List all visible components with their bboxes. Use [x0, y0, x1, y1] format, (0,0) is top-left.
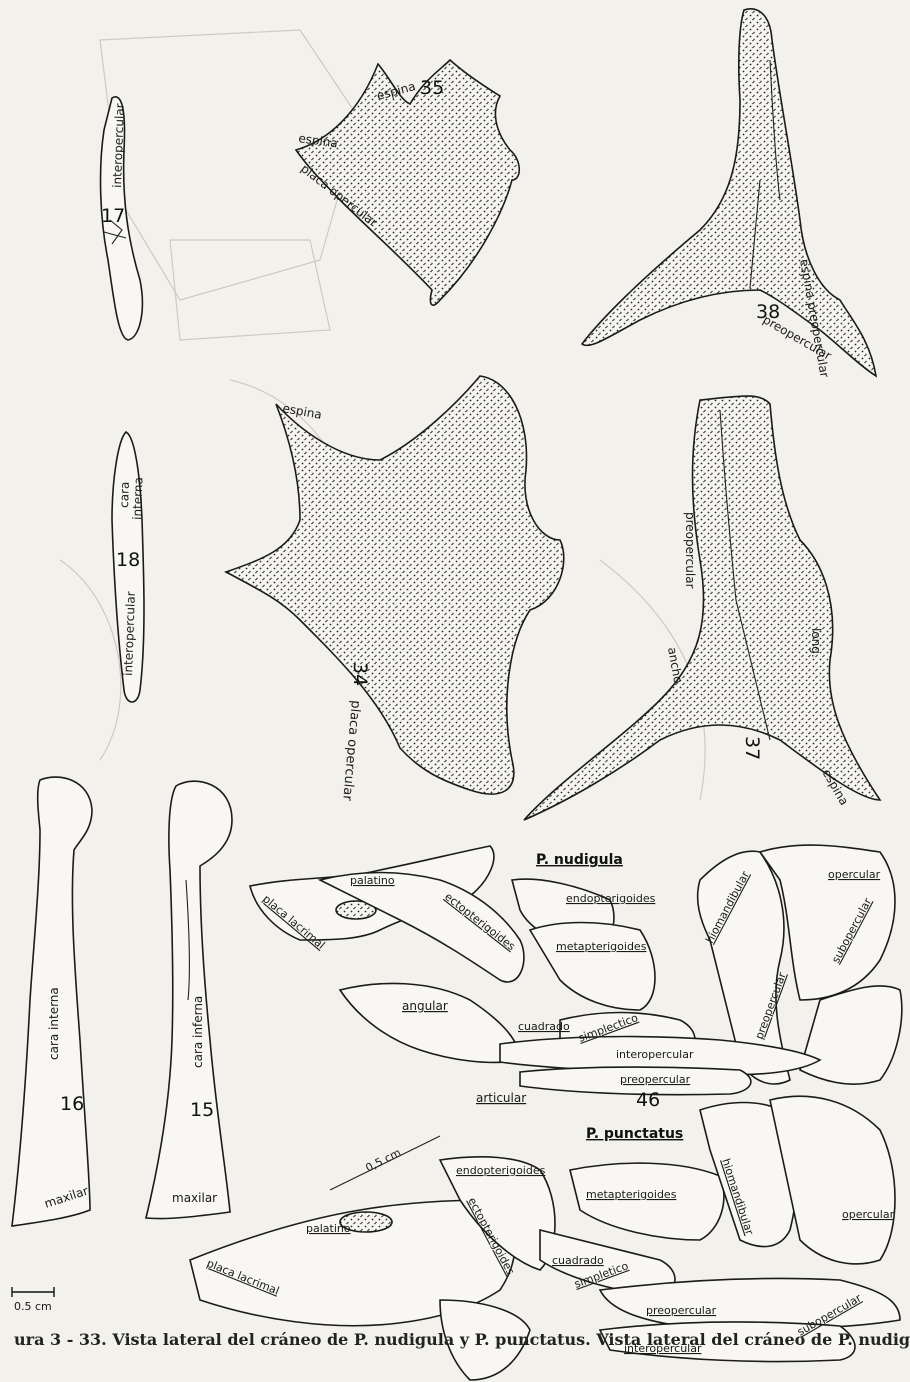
- punc-preopercular: preopercular: [646, 1304, 717, 1317]
- punc-metapterigoides: metapterigoides: [586, 1188, 677, 1201]
- fig34-number: 34: [349, 662, 371, 686]
- fig16-number: 16: [60, 1093, 84, 1115]
- figure-18-interopercular: cara interna 18 interopercular: [112, 432, 145, 702]
- fig18-label-bottom: interopercular: [121, 591, 138, 676]
- figure-37-preopercular: preopercular long. ancho 37 espina: [524, 396, 880, 820]
- fig17-number: 17: [101, 205, 125, 227]
- fig18-number: 18: [116, 549, 140, 571]
- punc-endopterigoides: endopterigoides: [456, 1164, 546, 1177]
- fig34-label-plate: placa opercular: [339, 700, 363, 802]
- nud-palatino: palatino: [350, 874, 395, 887]
- scale-bar-label: 0.5 cm: [14, 1300, 52, 1313]
- fig17-label: interopercular: [110, 103, 127, 188]
- scale-bar: 0.5 cm: [12, 1287, 54, 1313]
- figure-16-maxilar: cara interna 16 maxilar: [12, 777, 92, 1226]
- figure-46-skull-nudigula: P. nudigula palatino placa lacrimal ecto…: [250, 845, 902, 1111]
- punc-opercular: opercular: [842, 1208, 895, 1221]
- nud-interopercular: interopercular: [616, 1048, 694, 1061]
- nud-opercular: opercular: [828, 868, 881, 881]
- caption-text: ura 3 - 33. Vista lateral del cráneo de …: [14, 1330, 910, 1349]
- figure-35-opercular: espina 35 espina placa opercular: [296, 60, 519, 305]
- fig35-number: 35: [420, 77, 444, 99]
- punc-scale-label: 0,5 cm: [363, 1146, 403, 1175]
- figure-17-interopercular: interopercular 17: [101, 97, 143, 340]
- nud-metapterigoides: metapterigoides: [556, 940, 647, 953]
- figure-38-preopercular: espina preopercular 38 preopercular: [582, 9, 876, 379]
- fig37-label-long: long.: [809, 628, 823, 658]
- nud-cuadrado: cuadrado: [518, 1020, 570, 1033]
- fig18-label-interna: interna: [130, 477, 145, 520]
- fig37-label-name: preopercular: [683, 512, 697, 589]
- fig15-number: 15: [190, 1099, 214, 1121]
- fig37-number: 37: [741, 736, 763, 760]
- punc-palatino: palatino: [306, 1222, 351, 1235]
- nud-endopterigoides: endopterigoides: [566, 892, 656, 905]
- nud-articular: articular: [476, 1091, 526, 1105]
- caption: ura 3 - 33. Vista lateral del cráneo de …: [14, 1330, 910, 1349]
- fig16-label-face: cara interna: [47, 987, 61, 1060]
- figure-15-maxilar: cara inferna 15 maxilar: [146, 781, 232, 1218]
- fig46-number: 46: [636, 1089, 660, 1111]
- fig15-label-bone: maxilar: [172, 1191, 217, 1205]
- punc-cuadrado: cuadrado: [552, 1254, 604, 1267]
- fig15-label-face: cara inferna: [191, 996, 205, 1068]
- figure-34-opercular: espina 34 placa opercular: [226, 376, 564, 802]
- nud-angular: angular: [402, 999, 448, 1013]
- fig37-label-ancho: ancho: [665, 646, 685, 684]
- nud-preopercular-h: preopercular: [620, 1073, 691, 1086]
- species-title-punctatus-visible: P. punctatus: [586, 1126, 683, 1142]
- species-title-nudigula: P. nudigula: [536, 852, 623, 868]
